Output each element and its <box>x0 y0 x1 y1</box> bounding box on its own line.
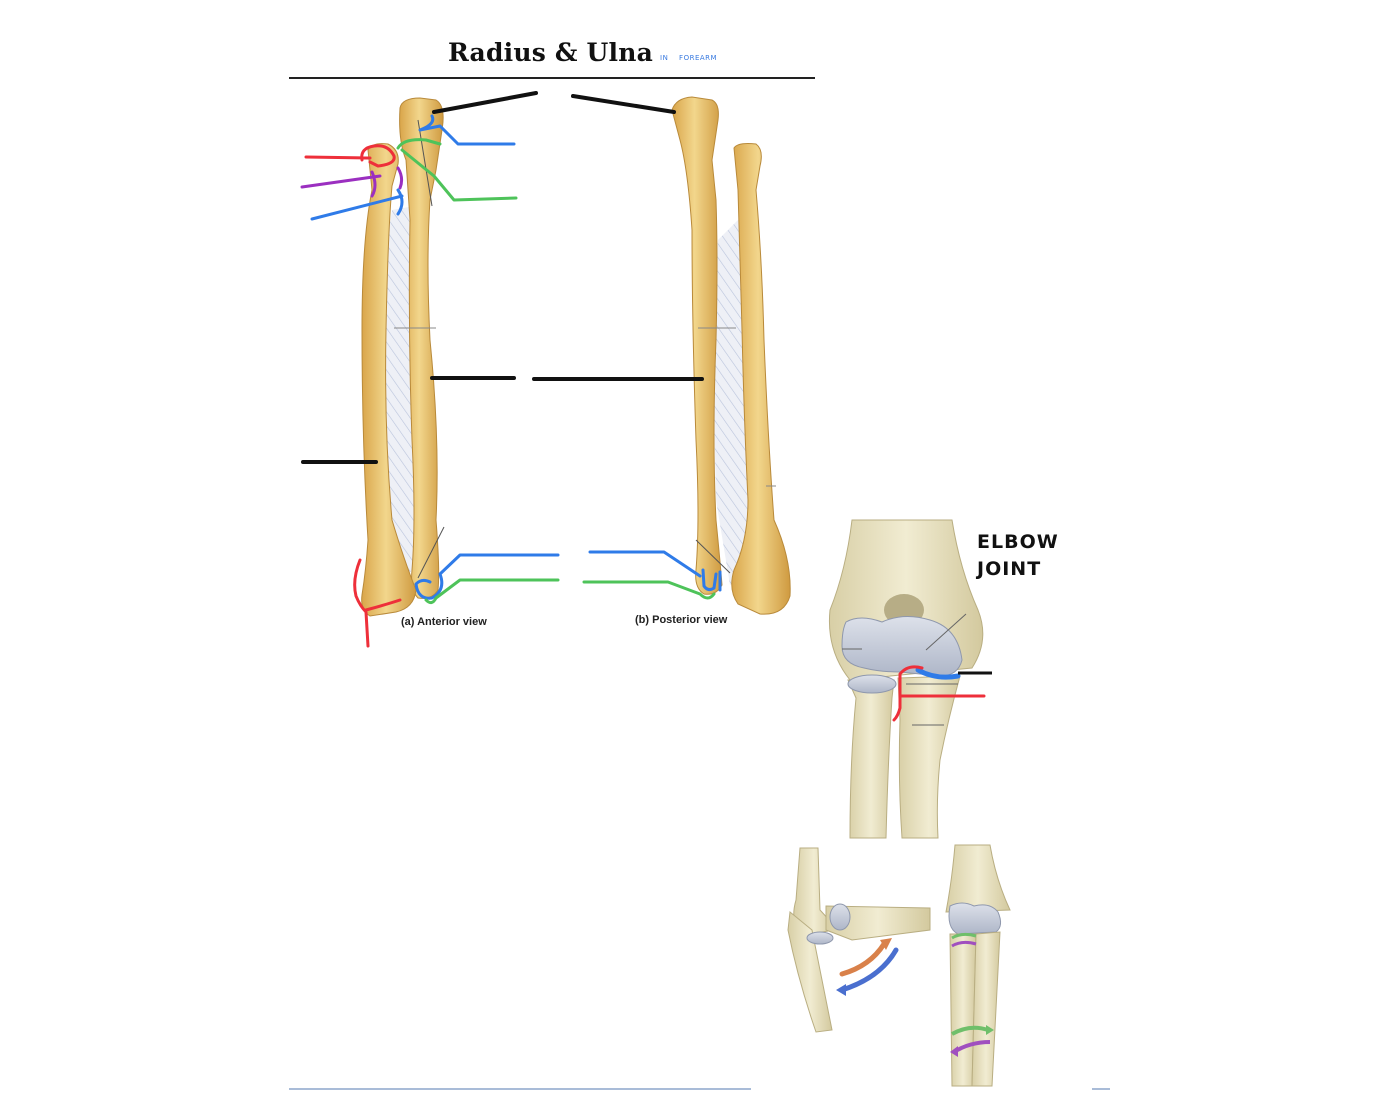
elbow-heading-line: JOINT <box>977 558 1042 580</box>
flexion-arrowhead-icon <box>880 938 892 950</box>
cartilage-front <box>948 902 1002 935</box>
title-annotation-word: FOREARM <box>679 54 718 62</box>
pronation-arrowhead-icon <box>950 1046 958 1057</box>
label-line-ulnar-styloid <box>424 578 560 605</box>
title-divider <box>289 77 815 79</box>
label-line-ulnar-styloid-posterior <box>582 580 716 600</box>
elbow-joint-illustration <box>828 519 992 839</box>
label-line-ulnar-head-posterior <box>588 550 722 592</box>
posterior-label-lines <box>532 94 722 600</box>
anterior-label-lines <box>300 91 560 648</box>
pronation-arrow-icon <box>951 940 977 948</box>
radius-posterior <box>731 143 791 615</box>
elbow-radius <box>847 679 895 839</box>
radial-head-side <box>829 903 851 931</box>
ulna-posterior <box>671 96 723 595</box>
elbow-motion-illustration <box>787 844 1011 1087</box>
label-line-olecranon-posterior <box>571 94 676 114</box>
posterior-view-caption: (b) Posterior view <box>635 614 728 626</box>
elbow-ulna <box>897 675 961 839</box>
supination-arrow-icon <box>951 1025 989 1036</box>
anterior-view <box>361 97 445 617</box>
label-line-coronoid-process <box>396 138 518 202</box>
forearm-flexed <box>825 905 931 941</box>
leader-line <box>695 539 731 574</box>
elbow-joint-heading: ELBOW JOINT <box>977 529 1059 583</box>
leader-line <box>417 526 445 579</box>
elbow-heading-line: ELBOW <box>977 531 1059 553</box>
leader-line <box>925 613 967 651</box>
extension-arrow-icon <box>839 947 899 993</box>
anterior-view-caption: (a) Anterior view <box>401 616 487 628</box>
label-line-radial-styloid <box>353 558 402 648</box>
supination-arrowhead-icon <box>986 1025 994 1035</box>
humerus-front <box>945 844 1011 913</box>
posterior-view <box>671 96 791 615</box>
extension-arrowhead-icon <box>836 984 846 996</box>
radial-head <box>847 674 897 694</box>
label-line-radial-notch <box>892 665 986 722</box>
title-annotation-word: IN <box>660 54 669 62</box>
label-line-radial-neck <box>300 166 404 198</box>
label-line-olecranon <box>432 91 538 114</box>
label-line-radial-head <box>304 144 396 168</box>
ulna-front <box>971 931 1001 1087</box>
footer-divider <box>289 1088 751 1090</box>
title-annotation: IN FOREARM <box>660 54 725 62</box>
radial-head-side-2 <box>806 931 834 945</box>
articular-cartilage <box>841 616 963 677</box>
label-line-ulnar-head <box>414 553 560 600</box>
label-line-trochlear-notch-elbow <box>915 667 961 680</box>
forearm-side <box>787 911 833 1033</box>
label-line-radial-tuberosity <box>310 188 404 221</box>
footer-divider <box>1092 1088 1110 1090</box>
supination-arrow-icon <box>951 932 977 940</box>
flexion-arrow-icon <box>839 941 887 977</box>
leader-line <box>417 119 433 207</box>
label-line-trochlear-notch <box>418 114 516 146</box>
page-title: Radius & Ulna <box>448 38 654 67</box>
